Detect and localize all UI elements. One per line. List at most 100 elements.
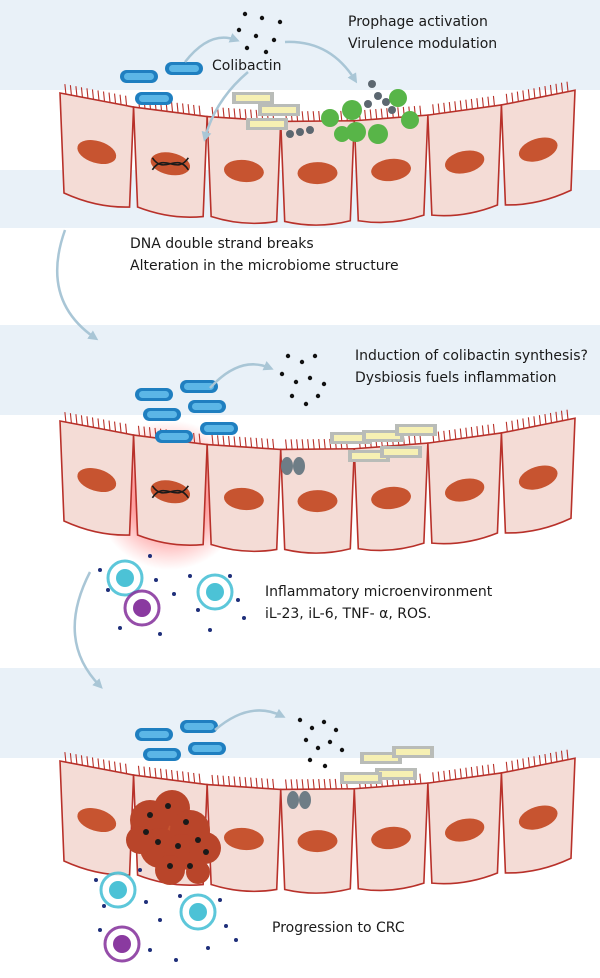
microvillus bbox=[176, 102, 179, 113]
microvillus bbox=[318, 779, 321, 790]
tumor-nucleus bbox=[183, 819, 189, 825]
small-bacterium bbox=[374, 92, 382, 100]
microvillus bbox=[211, 774, 214, 785]
nucleus bbox=[297, 830, 338, 853]
cytokine-particle bbox=[236, 598, 240, 602]
microvillus bbox=[222, 107, 225, 118]
broken-dna-strand bbox=[151, 157, 190, 171]
pks-ecoli-core bbox=[124, 73, 154, 80]
microvillus bbox=[75, 414, 78, 425]
colibactin-molecule bbox=[289, 393, 295, 399]
microvillus bbox=[233, 108, 236, 119]
microvillus bbox=[154, 767, 157, 778]
microvillus bbox=[250, 109, 253, 120]
background-band bbox=[0, 670, 600, 722]
commensal-bacterium-core bbox=[384, 449, 418, 455]
small-bacterium bbox=[286, 130, 294, 138]
microvillus bbox=[198, 105, 201, 116]
flow-arrows bbox=[55, 229, 103, 689]
microvillus bbox=[369, 109, 372, 120]
microvillus bbox=[148, 427, 152, 438]
microvillus bbox=[143, 766, 146, 777]
microvillus bbox=[487, 96, 490, 107]
microvillus bbox=[307, 779, 310, 790]
microvillus bbox=[193, 432, 196, 443]
microvillus bbox=[228, 435, 231, 447]
microvillus bbox=[454, 769, 457, 780]
microvillus bbox=[102, 419, 106, 430]
microvillus bbox=[137, 425, 141, 436]
microvillus bbox=[301, 439, 304, 450]
colibactin-molecule bbox=[242, 11, 248, 17]
microvillus bbox=[159, 768, 163, 779]
commensal-bacterium-core bbox=[379, 771, 413, 777]
green-bacterium bbox=[401, 111, 419, 129]
microvillus bbox=[476, 766, 479, 777]
green-bacterium bbox=[389, 89, 407, 107]
microvillus bbox=[228, 775, 231, 787]
microvillus bbox=[323, 778, 326, 790]
pks-ecoli-core bbox=[139, 95, 169, 102]
nucleus bbox=[518, 137, 558, 162]
microvillus bbox=[250, 777, 253, 788]
commensal-bacterium-core bbox=[334, 435, 368, 441]
nucleus bbox=[371, 158, 411, 182]
nucleus bbox=[371, 486, 411, 510]
microvillus bbox=[148, 767, 152, 778]
microvillus bbox=[91, 417, 95, 428]
microvillus bbox=[86, 416, 89, 427]
microvillus bbox=[448, 769, 451, 781]
microvillus bbox=[470, 766, 473, 778]
microvillus bbox=[244, 437, 247, 448]
effect-prophage-activation: Prophage activation bbox=[348, 14, 488, 30]
epithelial-cell bbox=[427, 423, 503, 545]
microvillus bbox=[454, 429, 457, 440]
cytokine-particle bbox=[138, 868, 142, 872]
microvillus bbox=[437, 103, 440, 114]
microvillus bbox=[465, 99, 468, 110]
immune-cell-nucleus bbox=[189, 903, 207, 921]
colibactin-molecule bbox=[333, 727, 339, 733]
microvillus bbox=[492, 763, 495, 774]
microvillus bbox=[272, 438, 275, 450]
microvillus bbox=[312, 779, 315, 790]
nucleus bbox=[518, 465, 558, 490]
microvillus bbox=[505, 421, 508, 432]
small-bacterium bbox=[306, 126, 314, 134]
microvillus bbox=[187, 104, 190, 115]
nucleus bbox=[224, 487, 264, 511]
nucleus bbox=[77, 808, 117, 833]
microvillus bbox=[97, 90, 100, 101]
cytokine-particle bbox=[224, 924, 228, 928]
tumor-nucleus bbox=[147, 812, 153, 818]
microvillus bbox=[538, 755, 541, 766]
cytokine-particle bbox=[172, 592, 176, 596]
epithelial-cell bbox=[500, 409, 576, 534]
tumor-nucleus bbox=[187, 863, 193, 869]
microvillus bbox=[533, 756, 536, 767]
microvillus bbox=[533, 416, 536, 427]
microvillus bbox=[285, 439, 288, 450]
colibactin-molecule bbox=[303, 401, 309, 407]
microvillus bbox=[69, 85, 72, 96]
commensal-bacterium-core bbox=[352, 453, 386, 459]
cytokine-particle bbox=[208, 628, 212, 632]
microvillus bbox=[522, 90, 525, 101]
tumor-cell bbox=[189, 832, 221, 864]
cytokine-particle bbox=[158, 918, 162, 922]
microvillus bbox=[454, 101, 457, 112]
cytokine-particle bbox=[158, 632, 162, 636]
microvillus bbox=[549, 412, 553, 424]
epithelial-cell bbox=[427, 95, 503, 217]
cytokine-particle bbox=[174, 958, 178, 962]
commensal-bacterium-core bbox=[344, 775, 378, 781]
microvillus bbox=[165, 769, 168, 780]
microvillus bbox=[538, 415, 541, 426]
commensal-bacterium-core bbox=[366, 433, 400, 439]
microvillus bbox=[86, 756, 89, 767]
microvillus bbox=[340, 110, 343, 121]
epithelial-cell bbox=[59, 752, 135, 876]
microvillus bbox=[533, 88, 536, 99]
epithelial-layer bbox=[59, 409, 576, 554]
